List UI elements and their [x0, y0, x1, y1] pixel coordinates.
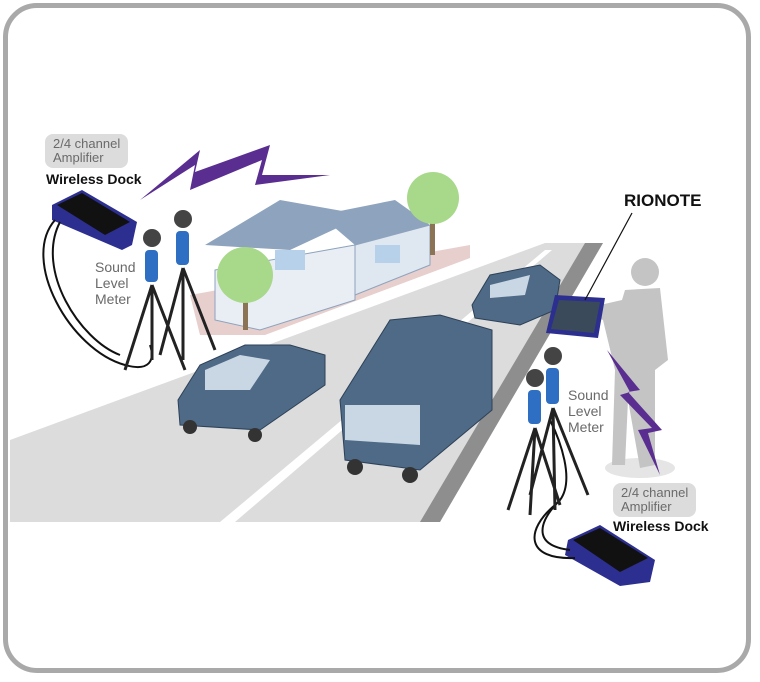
amplifier-label-line: 2/4 channel	[621, 485, 689, 500]
wireless-dock-label-right: Wireless Dock	[613, 518, 709, 534]
car-right	[471, 264, 561, 326]
sound-level-meter-label-right: Sound Level Meter	[568, 387, 608, 435]
diagram-frame	[3, 3, 751, 673]
amplifier-label-line: Amplifier	[53, 150, 104, 165]
sound-level-meter-right	[506, 347, 590, 516]
meter-label-line: Meter	[95, 291, 131, 307]
wireless-dock-left	[42, 190, 153, 368]
amplifier-label-line: Amplifier	[621, 499, 672, 514]
truck	[339, 314, 493, 483]
sound-level-meter-label-left: Sound Level Meter	[95, 259, 135, 307]
meter-label-line: Meter	[568, 419, 604, 435]
person-silhouette	[590, 258, 675, 478]
rionote-tablet	[546, 212, 633, 338]
meter-label-line: Level	[568, 403, 602, 419]
wireless-dock-label-left: Wireless Dock	[46, 171, 142, 187]
amplifier-label-line: 2/4 channel	[53, 136, 121, 151]
tree	[407, 172, 459, 255]
wireless-bolt-icon	[140, 145, 330, 200]
sound-level-meter-left	[123, 210, 217, 371]
rionote-label: RIONOTE	[624, 191, 702, 210]
amplifier-label-right: 2/4 channel Amplifier	[613, 483, 697, 517]
meter-label-line: Level	[95, 275, 129, 291]
tree	[217, 247, 273, 330]
car-left	[177, 344, 326, 442]
meter-label-line: Sound	[568, 387, 609, 403]
amplifier-label-left: 2/4 channel Amplifier	[45, 134, 129, 168]
wireless-bolt-icon	[607, 350, 662, 475]
wireless-dock-right	[533, 419, 655, 586]
meter-label-line: Sound	[95, 259, 136, 275]
